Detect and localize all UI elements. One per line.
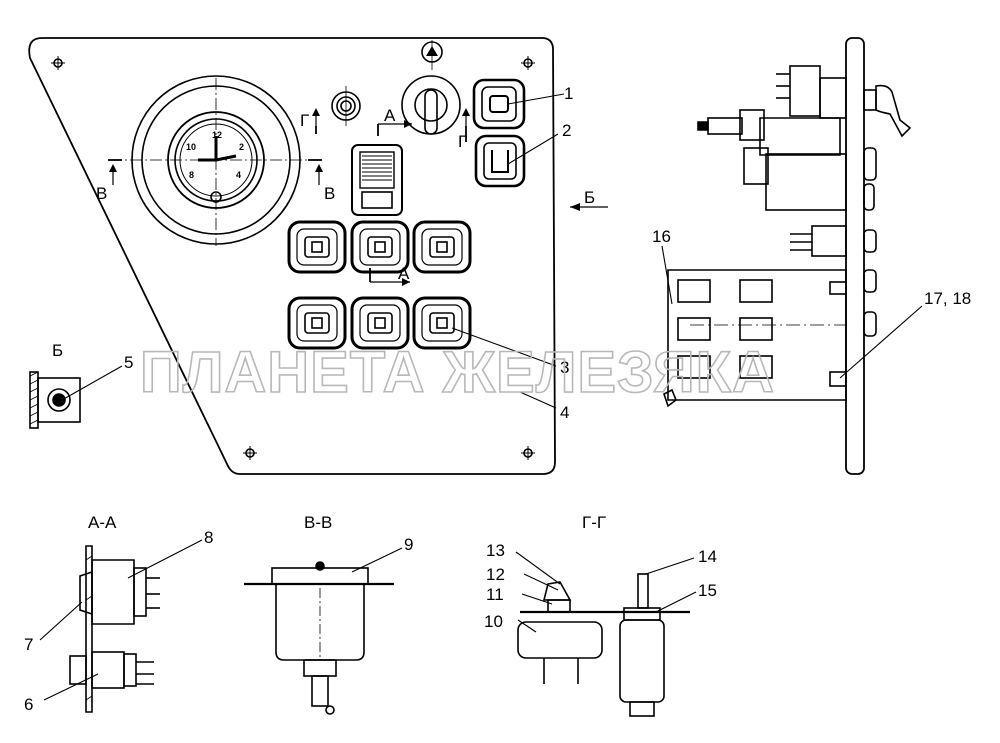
button-grid-row-2	[287, 296, 472, 350]
section-title-vv: В-В	[304, 513, 332, 532]
callout-2: 2	[562, 121, 571, 140]
callouts: 1 2 3 4 5 6 7 8 9 10 11 12 13 14 15 16 1…	[24, 84, 971, 714]
callout-11: 11	[486, 585, 504, 604]
callout-6: 6	[24, 695, 33, 714]
callout-1: 1	[564, 84, 573, 103]
clock-number: 2	[239, 142, 244, 152]
panel-button	[350, 220, 410, 274]
callout-12: 12	[486, 565, 505, 584]
panel-button	[287, 296, 347, 350]
rocker-switch	[351, 144, 403, 216]
button-grid-row-1	[287, 220, 472, 274]
cut-mark-v-right: В	[308, 159, 335, 203]
watermark-text: ПЛАНЕТА ЖЕЛЕЗЯКА	[140, 340, 775, 405]
key-switch	[401, 40, 461, 135]
mounting-hole	[521, 56, 535, 70]
panel-button	[412, 220, 472, 274]
cut-mark-v-left: В	[96, 159, 122, 203]
section-title-aa: А-А	[88, 513, 117, 532]
panel-button	[287, 220, 347, 274]
svg-text:Б: Б	[584, 188, 595, 207]
svg-text:Г: Г	[300, 111, 309, 130]
svg-text:В: В	[96, 184, 107, 203]
panel-button	[350, 296, 410, 350]
callout-4: 4	[560, 403, 569, 422]
callout-5: 5	[124, 353, 133, 372]
section-aa: А-А	[69, 513, 160, 713]
cut-mark-a-top: А	[377, 106, 412, 136]
svg-text:Г: Г	[458, 132, 467, 151]
indicator-lamp	[331, 86, 361, 126]
mounting-hole	[51, 56, 65, 70]
cut-mark-g-right: Г	[458, 108, 470, 151]
callout-10: 10	[484, 612, 503, 631]
view-b: Б	[29, 341, 81, 429]
callout-3: 3	[560, 358, 569, 377]
callout-15: 15	[698, 581, 717, 600]
mounting-hole	[243, 446, 257, 460]
cut-mark-g-left: Г	[300, 108, 320, 134]
switch-2	[474, 134, 526, 188]
side-view	[663, 37, 912, 475]
section-gg: Г-Г	[517, 513, 690, 717]
svg-text:А: А	[398, 264, 410, 283]
panel-outline	[28, 37, 556, 475]
callout-7: 7	[24, 635, 33, 654]
callout-9: 9	[404, 535, 413, 554]
callout-17-18: 17, 18	[924, 289, 971, 308]
mounting-hole	[521, 446, 535, 460]
clock-number: 12	[212, 130, 222, 140]
leader-lines	[39, 93, 923, 701]
callout-14: 14	[698, 547, 717, 566]
view-arrow-b: Б	[570, 188, 608, 211]
section-vv: В-В	[244, 513, 394, 715]
cut-mark-a-bottom: А	[369, 264, 410, 286]
callout-13: 13	[486, 541, 505, 560]
callout-16: 16	[652, 227, 671, 246]
clock-number: 4	[236, 170, 241, 180]
section-title-view-b: Б	[52, 341, 63, 360]
section-title-gg: Г-Г	[582, 513, 606, 532]
clock-number: 8	[189, 170, 194, 180]
clock-number: 10	[186, 142, 196, 152]
svg-text:А: А	[384, 106, 396, 125]
callout-8: 8	[204, 528, 213, 547]
svg-text:В: В	[324, 184, 335, 203]
panel-button	[412, 296, 472, 350]
clock: 12 2 4 8 10	[110, 75, 322, 246]
switch-1	[472, 78, 526, 130]
main-panel: 12 2 4 8 10 В В	[28, 37, 608, 475]
